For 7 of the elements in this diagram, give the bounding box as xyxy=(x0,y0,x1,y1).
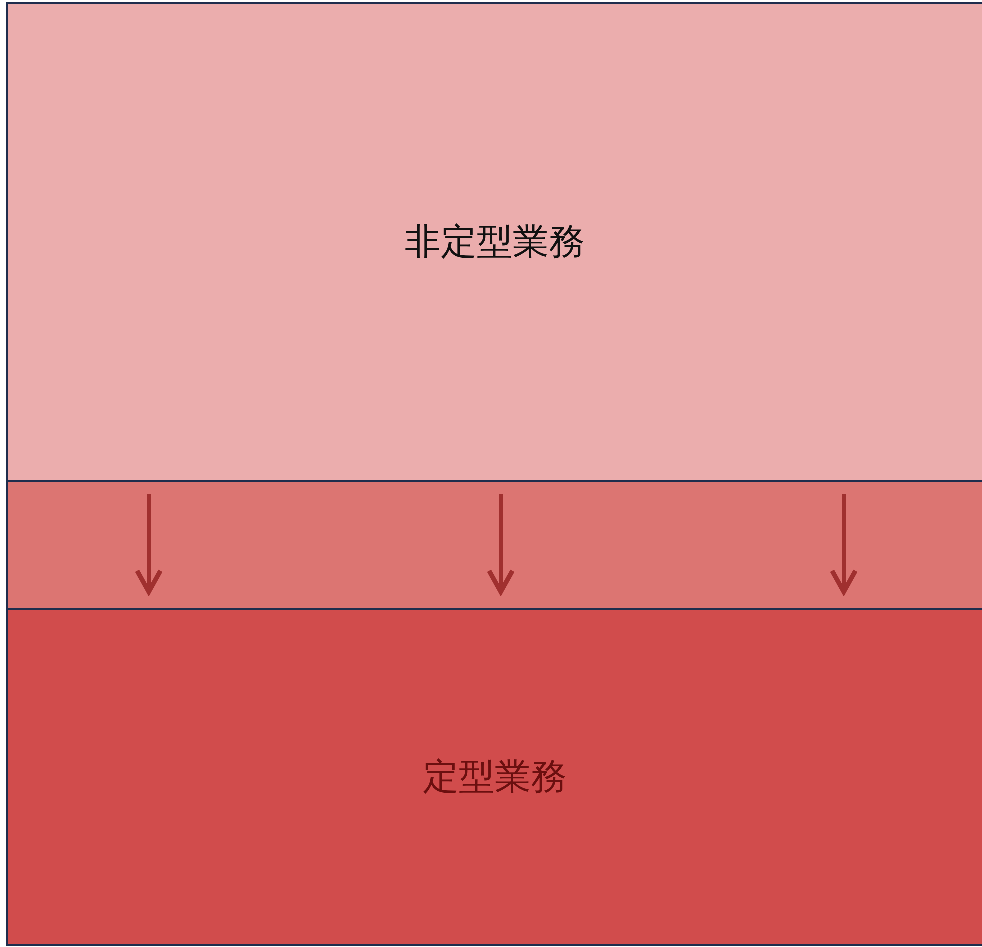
band-label: 定型業務 xyxy=(423,756,567,800)
arrow xyxy=(487,494,515,594)
upper-band xyxy=(6,2,982,482)
band-label: 非定型業務 xyxy=(405,220,585,264)
lower-band xyxy=(6,608,982,946)
arrow xyxy=(135,494,163,594)
arrow xyxy=(830,494,858,594)
